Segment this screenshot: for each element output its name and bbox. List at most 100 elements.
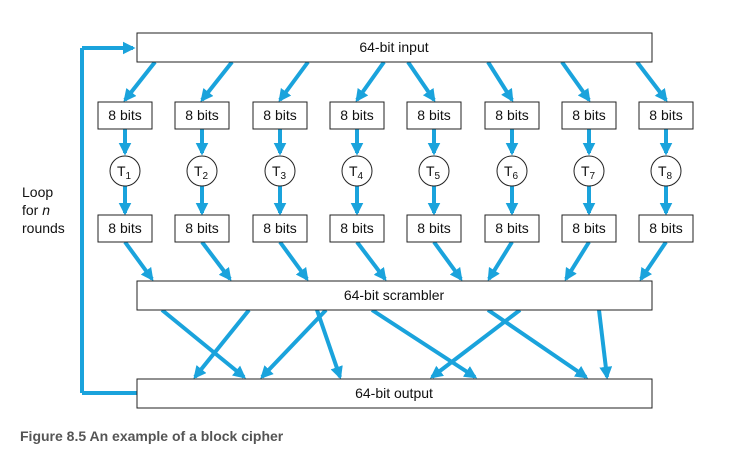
figure-caption: Figure 8.5 An example of a block cipher (20, 428, 284, 444)
chunk-to-scrambler-arrow (564, 240, 591, 282)
table-subscript: 2 (203, 171, 209, 182)
scrambler-to-output-arrow (486, 308, 589, 379)
chunk-label-bottom: 8 bits (263, 220, 296, 236)
chunk-box-top (484, 101, 540, 130)
table-subscript: 3 (281, 171, 287, 182)
table-circle (186, 155, 218, 187)
input-arrow (278, 60, 310, 103)
table-letter: T (117, 163, 126, 179)
table-subscript: 5 (435, 171, 441, 182)
table-label: T2 (194, 163, 209, 182)
table-circle (496, 155, 528, 187)
table-label: T1 (117, 163, 132, 182)
scrambler-to-output-arrow (160, 308, 246, 379)
chunk-to-scrambler-arrow (639, 240, 668, 282)
arrow-layer (80, 41, 673, 395)
input-arrow (406, 60, 436, 103)
chunk-label-top: 8 bits (495, 107, 528, 123)
table-label: T5 (426, 163, 441, 182)
scrambler-to-output-arrow (370, 308, 478, 379)
chunk-to-scrambler-arrow (123, 240, 154, 282)
table-subscript: 7 (590, 171, 596, 182)
table-circle (418, 155, 450, 187)
chunk-box-top (252, 101, 308, 130)
chunk-box-bottom (406, 214, 462, 243)
chunk-box-bottom (561, 214, 617, 243)
table-letter: T (504, 163, 513, 179)
chunk-label-top: 8 bits (108, 107, 141, 123)
chunk-label-top: 8 bits (572, 107, 605, 123)
chunk-to-scrambler-arrow (278, 240, 309, 282)
table-label: T3 (272, 163, 287, 182)
chunk-label-bottom: 8 bits (108, 220, 141, 236)
input-arrow (635, 60, 668, 103)
chunk-label-bottom: 8 bits (185, 220, 218, 236)
scrambler-to-output-arrow (315, 309, 343, 380)
chunk-box-top (174, 101, 230, 130)
loop-label-line3: rounds (22, 220, 65, 236)
loop-label-line2: for n (22, 202, 50, 218)
chunk-label-top: 8 bits (340, 107, 373, 123)
table-label: T8 (658, 163, 673, 182)
chunk-box-top (561, 101, 617, 130)
chunk-box-bottom (329, 214, 385, 243)
table-letter: T (581, 163, 590, 179)
chunk-label-top: 8 bits (417, 107, 450, 123)
chunk-box-top (638, 101, 694, 130)
table-circle (573, 155, 605, 187)
chunk-box-top (329, 101, 385, 130)
input-arrow (200, 60, 234, 103)
table-subscript: 6 (513, 171, 519, 182)
table-label: T7 (581, 163, 596, 182)
table-label: T4 (349, 163, 364, 182)
chunk-label-top: 8 bits (263, 107, 296, 123)
chunk-label-bottom: 8 bits (340, 220, 373, 236)
chunk-box-bottom (638, 214, 694, 243)
chunk-label-bottom: 8 bits (495, 220, 528, 236)
chunk-label-bottom: 8 bits (572, 220, 605, 236)
chunk-label-bottom: 8 bits (649, 220, 682, 236)
table-letter: T (349, 163, 358, 179)
scrambler-to-output-arrow (597, 309, 613, 380)
input-arrow (560, 60, 591, 103)
input-box (136, 32, 653, 63)
chunk-label-bottom: 8 bits (417, 220, 450, 236)
table-subscript: 4 (358, 171, 364, 182)
chunk-box-top (97, 101, 153, 130)
table-circle (264, 155, 296, 187)
chunk-box-bottom (252, 214, 308, 243)
table-letter: T (272, 163, 281, 179)
table-subscript: 1 (126, 171, 132, 182)
table-subscript: 8 (667, 171, 673, 182)
table-circle (650, 155, 682, 187)
input-arrow (355, 60, 386, 103)
chunk-to-scrambler-arrow (355, 240, 387, 282)
chunk-to-scrambler-arrow (200, 240, 232, 282)
input-arrow (123, 60, 157, 103)
chunk-box-top (406, 101, 462, 130)
table-circle (341, 155, 373, 187)
input-arrow (486, 60, 514, 103)
chunk-box-bottom (174, 214, 230, 243)
scrambler-to-output-arrow (260, 308, 328, 379)
chunk-label-top: 8 bits (649, 107, 682, 123)
input-label: 64-bit input (359, 39, 428, 55)
loop-label-line1: Loop (22, 184, 53, 200)
chunk-box-bottom (97, 214, 153, 243)
table-letter: T (194, 163, 203, 179)
loop-label-var: n (42, 202, 50, 218)
scrambler-to-output-arrow (193, 308, 251, 379)
output-label: 64-bit output (355, 385, 433, 401)
chunk-box-bottom (484, 214, 540, 243)
scrambler-to-output-arrow (429, 308, 522, 379)
chunk-label-top: 8 bits (185, 107, 218, 123)
chunk-to-scrambler-arrow (432, 240, 463, 282)
chunk-to-scrambler-arrow (487, 240, 514, 282)
scrambler-box (136, 280, 653, 311)
table-label: T6 (504, 163, 519, 182)
table-circle (109, 155, 141, 187)
table-letter: T (426, 163, 435, 179)
loop-label-prefix: for (22, 202, 42, 218)
